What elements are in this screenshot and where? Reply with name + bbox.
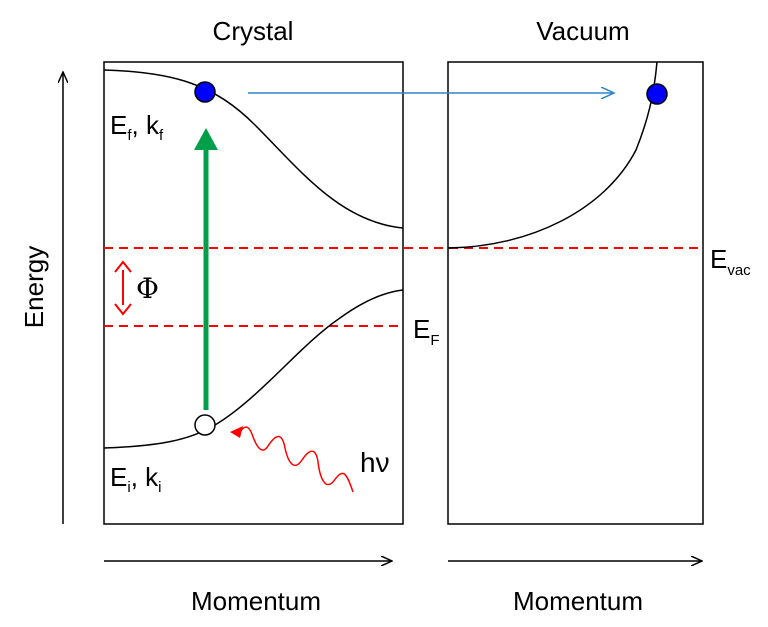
momentum-label-left: Momentum: [191, 586, 321, 616]
vacuum-title: Vacuum: [536, 16, 629, 46]
photon-label: hν: [360, 447, 390, 478]
final-electron-icon: [194, 81, 216, 103]
work-function-arrowhead-top: [114, 260, 132, 273]
vacuum-panel: [447, 61, 704, 525]
photon-icon: [239, 426, 354, 493]
momentum-label-right: Momentum: [513, 586, 643, 616]
vacuum-level-label: Evac: [710, 244, 751, 279]
energy-axis-label: Energy: [19, 246, 49, 328]
initial-state-label: Ei, ki: [110, 462, 161, 496]
final-state-label: Ef, kf: [110, 110, 164, 144]
free-electron-curve: [447, 61, 658, 249]
upper-band-curve: [103, 69, 404, 229]
excitation-arrowhead: [194, 128, 218, 150]
photon-arrowhead: [230, 426, 243, 438]
crystal-title: Crystal: [213, 16, 294, 46]
fermi-level-label: EF: [413, 314, 440, 349]
work-function-label: Φ: [136, 272, 159, 305]
crystal-panel: [103, 61, 404, 525]
work-function-arrowhead-bottom: [114, 303, 132, 316]
emitted-electron-icon: [646, 83, 668, 105]
hole-icon: [194, 414, 216, 436]
lower-band-curve: [103, 289, 404, 449]
